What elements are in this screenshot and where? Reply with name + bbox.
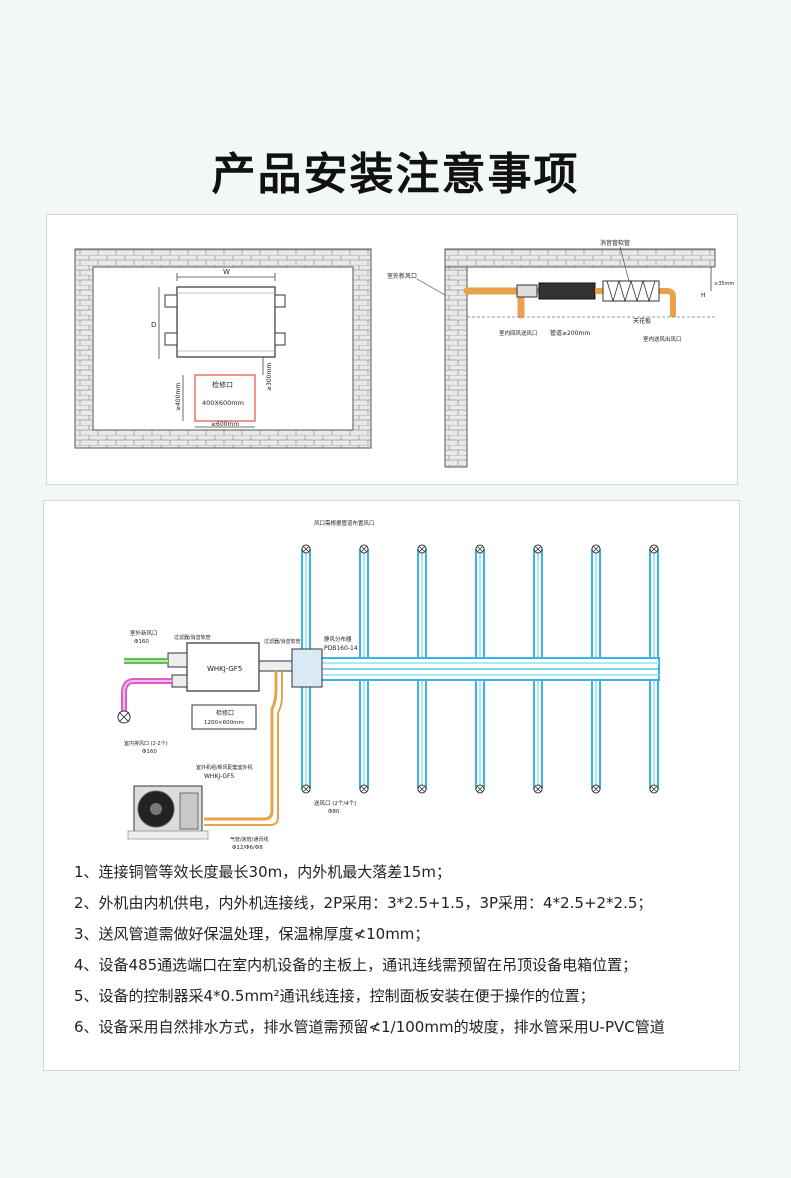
- depth-label: D: [151, 321, 156, 329]
- indoor-return-label: 室内回风送风口: [499, 329, 538, 337]
- supply-outlet-cross: [418, 545, 426, 553]
- supply-outlet-cross: [302, 545, 310, 553]
- dim-right-label: ≥300mm: [266, 363, 273, 391]
- outlet-title: 送风口 (2个/4个): [314, 799, 356, 807]
- supply-outlet-cross: [360, 545, 368, 553]
- indoor-supply-label: 室内送风出风口: [643, 335, 682, 343]
- supply-outlet-cross: [592, 545, 600, 553]
- air-distributor: [291, 648, 323, 688]
- installation-notes: 1、连接铜管等效长度最长30m，内外机最大落差15m； 2、外机由内机供电，内外…: [74, 857, 724, 1043]
- supply-outlet-cross: [650, 785, 658, 793]
- page-title: 产品安装注意事项: [211, 149, 580, 200]
- supply-outlet-cross: [476, 545, 484, 553]
- outdoor-unit-model: WHKJ-GF5: [204, 773, 234, 780]
- supply-duct-branches: [301, 544, 659, 794]
- supply-outlet-note: 风口需根据管道布置风口: [314, 519, 375, 527]
- dim-left-label: ≥400mm: [175, 383, 182, 411]
- access-port-outline: [194, 374, 256, 422]
- note-4: 4、设备485通选端口在室内机设备的主板上，通讯连线需预留在吊顶设备电箱位置；: [74, 956, 638, 974]
- note-5: 5、设备的控制器采4*0.5mm²通讯线连接，控制面板安装在便于操作的位置；: [74, 987, 595, 1005]
- filter-label-2: 过滤器/消音软管: [264, 638, 301, 645]
- installation-drawings-panel: W D 检修口 400X600mm ≥400mm ≥600mm ≥300mm: [46, 214, 738, 485]
- filter-label: 过滤器/消音软管: [174, 634, 211, 641]
- silencer-label: 消音管软管: [600, 239, 630, 247]
- supply-outlet-cross: [360, 785, 368, 793]
- supply-outlet-cross: [302, 785, 310, 793]
- dim-h-label: H: [701, 292, 706, 299]
- dim-bottom-label: ≥600mm: [211, 421, 239, 428]
- system-layout-drawing: WHKJ-GF5 检修口 1200×600mm 风口需根据管道布置风口 室外新风…: [117, 519, 660, 851]
- plan-view-drawing: W D 检修口 400X600mm ≥400mm ≥600mm ≥300mm: [74, 248, 372, 449]
- access-size: 1200×600mm: [204, 720, 244, 726]
- outdoor-intake-label: 室外新风口: [387, 272, 417, 280]
- access-title: 检修口: [216, 709, 234, 717]
- pipe-spec: Φ12/Φ6/Φ8: [232, 845, 263, 851]
- note-2: 2、外机由内机供电，内外机连接线，2P采用：3*2.5+1.5，3P采用：4*2…: [74, 894, 653, 912]
- installation-drawings: W D 检修口 400X600mm ≥400mm ≥600mm ≥300mm: [74, 239, 734, 468]
- outdoor-unit-title: 室外机组/新风配套室外机: [196, 764, 253, 771]
- outdoor-fresh-air-label: 室外新风口: [130, 629, 158, 637]
- access-port-size: 400X600mm: [202, 399, 244, 407]
- section-view-drawing: ≥35mm H 室外新风口 消音管软管 室内回风送风口 管道≥200mm 天花板…: [387, 239, 734, 468]
- supply-outlet-cross: [534, 545, 542, 553]
- supply-outlet-cross: [534, 785, 542, 793]
- indoor-exhaust-label: 室内排风口 (2-2个): [124, 740, 168, 747]
- supply-outlet-cross: [650, 545, 658, 553]
- distributor-title: 静风分布器: [324, 635, 352, 643]
- note-6: 6、设备采用自然排水方式，排水管道需预留≮1/100mm的坡度，排水管采用U-P…: [74, 1018, 665, 1036]
- unit-name: WHKJ-GF5: [207, 665, 242, 673]
- indoor-unit: [186, 642, 260, 692]
- distributor-model: PDB160-14: [324, 645, 358, 652]
- supply-outlet-cross: [476, 785, 484, 793]
- outdoor-fresh-size: Φ160: [134, 639, 149, 645]
- note-3: 3、送风管道需做好保温处理，保温棉厚度≮10mm；: [74, 925, 430, 943]
- outlet-size: Φ80: [328, 809, 340, 815]
- pipe-spec-title: 气管/液管/通讯线: [230, 836, 268, 843]
- supply-outlet-cross: [592, 785, 600, 793]
- note-1: 1、连接铜管等效长度最长30m，内外机最大落差15m；: [74, 863, 451, 881]
- pipe-gap-label: 管道≥200mm: [550, 329, 590, 337]
- width-label: W: [223, 268, 230, 276]
- indoor-exhaust-size: Φ160: [142, 749, 157, 755]
- ceiling-label: 天花板: [633, 317, 651, 325]
- supply-outlet-cross: [418, 785, 426, 793]
- dim-v-label: ≥35mm: [714, 281, 734, 287]
- access-port-title: 检修口: [212, 380, 233, 389]
- system-layout-panel: WHKJ-GF5 检修口 1200×600mm 风口需根据管道布置风口 室外新风…: [43, 500, 740, 1071]
